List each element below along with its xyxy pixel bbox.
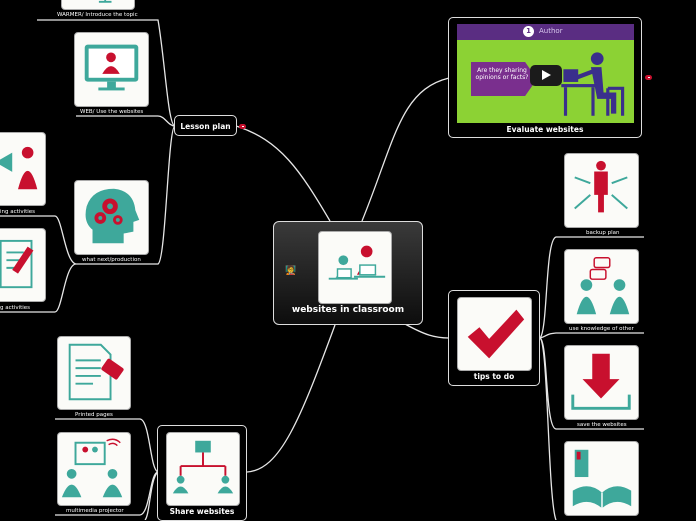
- video-question-text: Are they sharing opinions or facts?: [475, 67, 529, 81]
- printed-pages-caption: Printed pages: [75, 412, 113, 418]
- lesson-plan-topic[interactable]: Lesson plan: [174, 115, 237, 136]
- books-image: [564, 441, 639, 516]
- teacher-emoji-icon: 🧑‍🏫: [285, 266, 296, 276]
- tips-to-do-label: tips to do: [449, 372, 539, 381]
- step-number-badge: 1: [523, 26, 534, 37]
- evaluate-websites-topic[interactable]: 1 Author Are they sharing opinions or fa…: [448, 17, 642, 138]
- checkmark-image: [457, 297, 532, 371]
- teacher-student-image: [318, 231, 392, 304]
- warmer-image: [61, 0, 135, 10]
- what-next-caption: what next/production: [82, 257, 141, 263]
- collapse-marker-icon[interactable]: [645, 75, 652, 80]
- backup-plan-image: [564, 153, 639, 228]
- web-caption: WEB/ Use the websites: [80, 109, 143, 115]
- knowledge-caption: use knowledge of other: [569, 326, 634, 332]
- projector-caption: multimedia projector: [66, 508, 124, 514]
- video-thumbnail[interactable]: 1 Author Are they sharing opinions or fa…: [457, 24, 634, 123]
- person-at-desk-icon: [561, 46, 625, 120]
- speaking-caption: ing activities: [0, 209, 35, 215]
- warmer-caption: WARMER/ Introduce the topic: [57, 12, 138, 18]
- video-author-label: Author: [539, 27, 563, 35]
- evaluate-websites-label: Evaluate websites: [449, 125, 641, 134]
- share-websites-topic[interactable]: Share websites: [157, 425, 247, 521]
- printed-pages-image: [57, 336, 131, 410]
- central-topic-label: websites in classroom: [274, 305, 422, 315]
- play-button[interactable]: [530, 65, 562, 86]
- knowledge-image: [564, 249, 639, 324]
- backup-plan-caption: backup plan: [586, 230, 620, 236]
- share-websites-label: Share websites: [158, 507, 246, 516]
- projector-image: [57, 432, 131, 506]
- network-share-image: [166, 432, 240, 506]
- writing-caption: g activities: [0, 305, 30, 311]
- save-download-image: [564, 345, 639, 420]
- play-icon: [542, 70, 551, 80]
- save-caption: save the websites: [577, 422, 627, 428]
- writing-image: [0, 228, 46, 302]
- collapse-marker-icon[interactable]: [239, 124, 246, 129]
- head-gears-image: [74, 180, 149, 255]
- speaking-image: [0, 132, 46, 206]
- lesson-plan-label: Lesson plan: [175, 122, 236, 131]
- web-computer-image: [74, 32, 149, 107]
- tips-to-do-topic[interactable]: tips to do: [448, 290, 540, 386]
